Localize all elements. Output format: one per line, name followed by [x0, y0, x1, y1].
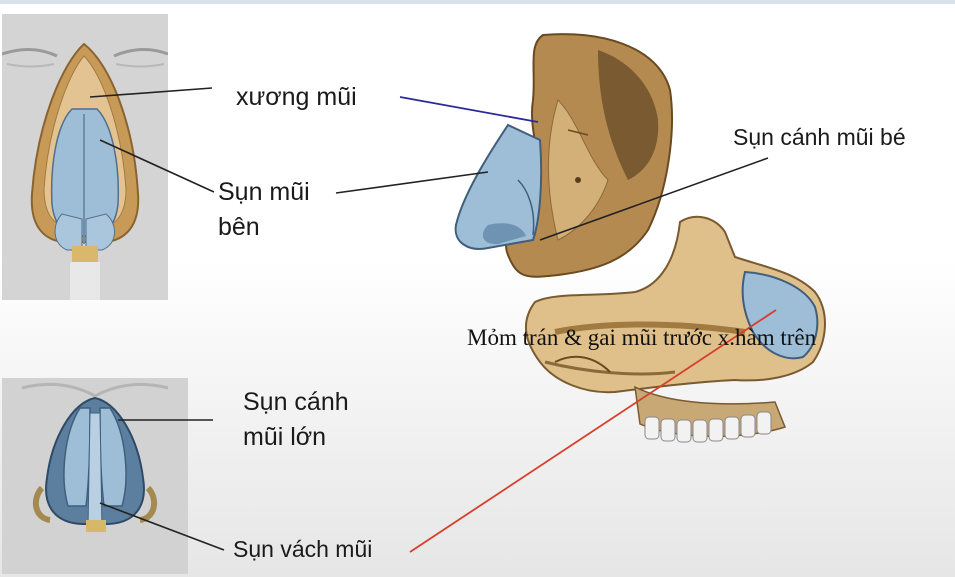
- lateral-nose-illustration: [448, 30, 680, 292]
- leader-minor-alar: [539, 157, 769, 241]
- leader-lateral-cartilage-right: [335, 171, 489, 194]
- inferior-nose-drawing: [2, 378, 188, 574]
- label-lateral-cartilage-line2: bên: [218, 213, 260, 241]
- leader-septal-red: [409, 309, 777, 553]
- label-frontal-process: Mỏm trán & gai mũi trước x.hàm trên: [467, 325, 817, 350]
- label-septal-cartilage: Sụn vách mũi: [233, 536, 373, 562]
- leader-lateral-cartilage: [99, 139, 215, 193]
- inferior-nose-illustration: [2, 378, 188, 574]
- label-minor-alar-cartilage: Sụn cánh mũi bé: [733, 124, 906, 150]
- label-major-alar-line2: mũi lớn: [243, 423, 327, 451]
- label-lateral-cartilage-line1: Sụn mũi: [218, 178, 310, 206]
- leader-nasal-bone-left: [89, 87, 213, 98]
- leader-nasal-bone-right: [399, 96, 539, 123]
- label-major-alar-line1: Sụn cánh: [243, 388, 349, 416]
- leader-septal-cartilage: [99, 502, 225, 551]
- lateral-nose-drawing: [454, 33, 673, 278]
- top-strip: [0, 0, 955, 4]
- label-nasal-bone: xương mũi: [236, 83, 357, 111]
- frontal-nose-drawing: [2, 14, 168, 300]
- sagittal-section-illustration: [515, 212, 833, 452]
- sagittal-section-drawing: [524, 215, 826, 443]
- frontal-nose-illustration: [2, 14, 168, 300]
